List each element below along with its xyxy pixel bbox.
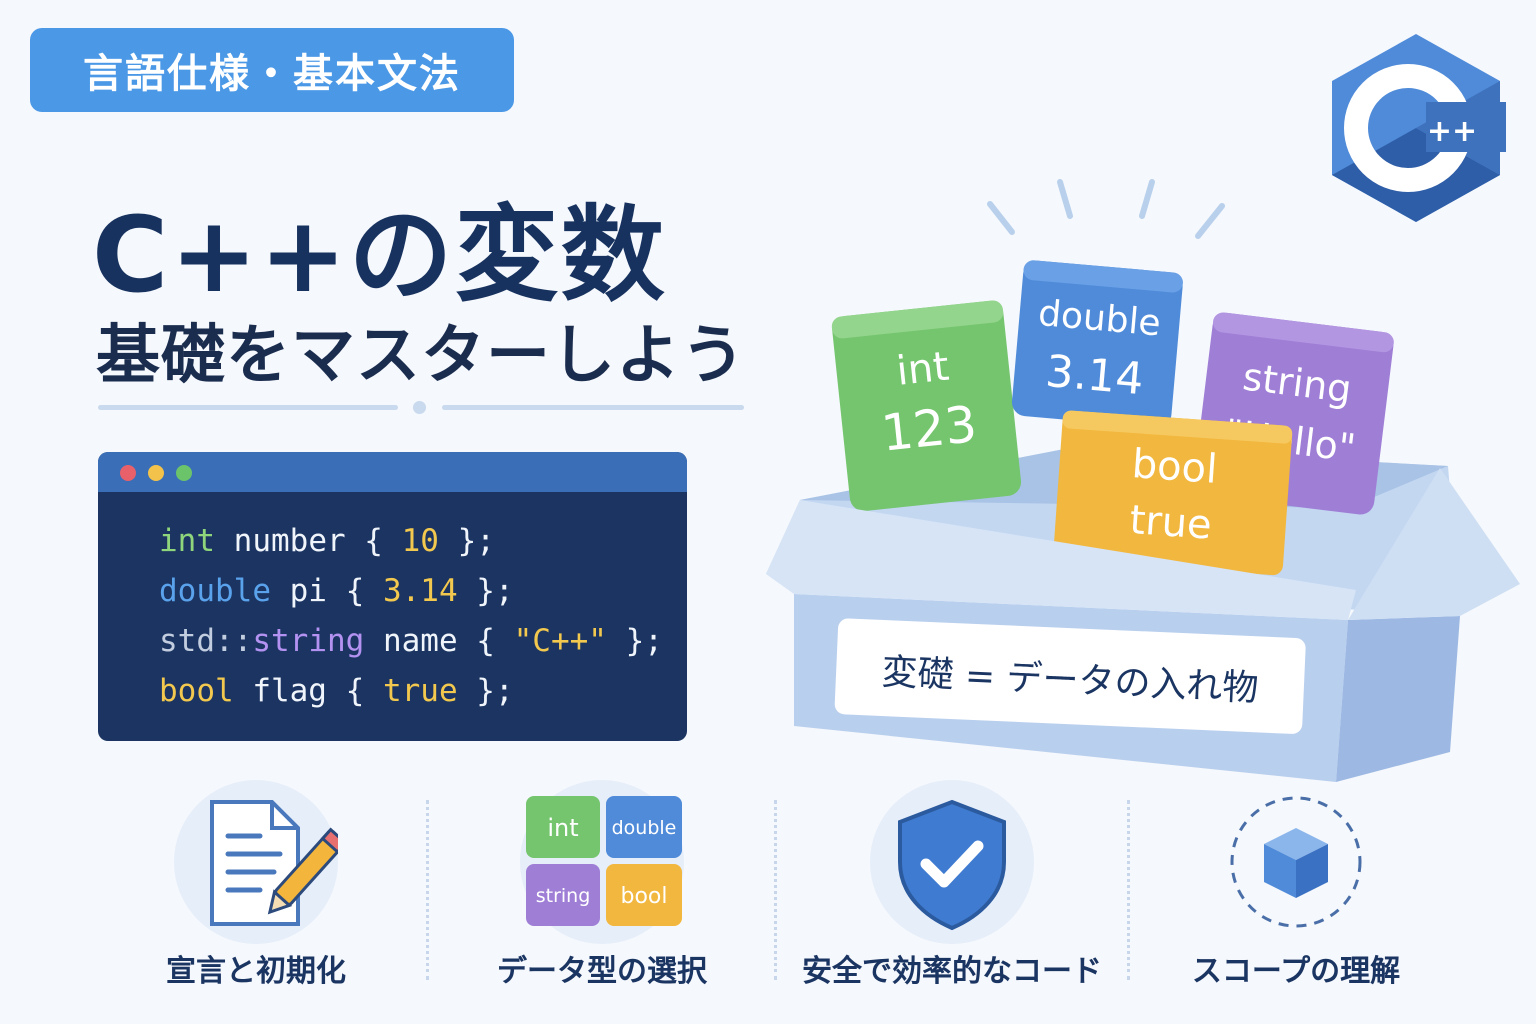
code-token: bool (159, 673, 234, 709)
feature-separator (1127, 800, 1130, 980)
shield-check-icon (870, 780, 1034, 944)
page-title: C++の変数 (92, 194, 667, 316)
feature-separator (774, 800, 777, 980)
code-token: }; (457, 573, 514, 609)
variable-box-illustration: int 123 double 3.14 string "Hello" bool … (766, 179, 1520, 782)
code-line: int number { 10 }; (159, 516, 663, 566)
block-int: int 123 (831, 300, 1022, 512)
divider-right (442, 405, 744, 410)
feature-declaration-label: 宣言と初期化 (166, 954, 346, 989)
code-window-titlebar (98, 452, 687, 492)
feature-safe-code: 安全で効率的なコード (792, 770, 1112, 1010)
block-bool-value: true (1128, 497, 1213, 549)
divider-dot (413, 401, 426, 414)
cpp-logo-icon: ++ (1332, 34, 1506, 222)
box-flap (1348, 468, 1520, 620)
box-side (1336, 616, 1460, 782)
window-maximize-dot (176, 465, 192, 481)
code-token: }; (606, 623, 663, 659)
window-close-dot (120, 465, 136, 481)
tile-int: int (547, 814, 578, 842)
code-token: flag { (233, 673, 383, 709)
code-token: "C++" (513, 623, 607, 659)
feature-scope-label: スコープの理解 (1191, 954, 1401, 989)
document-pencil-icon (174, 780, 338, 944)
code-token: double (159, 573, 271, 609)
code-token: std:: (159, 623, 253, 659)
divider-left (98, 405, 398, 410)
block-bool: bool true (1053, 410, 1293, 576)
tile-bool: bool (621, 884, 668, 909)
logo-text: ++ (1427, 114, 1477, 149)
feature-declaration: 宣言と初期化 (96, 770, 416, 1010)
code-line: bool flag { true }; (159, 666, 663, 716)
sparkle-lines (987, 179, 1225, 239)
code-line: std::string name { "C++" }; (159, 616, 663, 666)
block-int-type: int (894, 344, 951, 395)
feature-separator (426, 800, 429, 980)
code-token: true (382, 673, 458, 709)
tile-double: double (612, 817, 677, 839)
category-tag: 言語仕様・基本文法 (30, 28, 514, 112)
data-types-grid-icon: int double string bool (520, 780, 684, 944)
box-label: 変礎 = データの入れ物 (834, 618, 1306, 734)
page-subtitle: 基礎をマスターしよう (96, 319, 746, 393)
feature-data-types-label: データ型の選択 (497, 954, 707, 989)
feature-safe-code-label: 安全で効率的なコード (802, 954, 1102, 989)
block-int-value: 123 (879, 395, 980, 463)
code-token: }; (457, 673, 514, 709)
code-token: name { (364, 623, 514, 659)
feature-scope: スコープの理解 (1136, 770, 1456, 1010)
code-window: int number { 10 };double pi { 3.14 };std… (98, 452, 687, 741)
block-double: double 3.14 (1011, 260, 1183, 428)
code-token: }; (438, 523, 495, 559)
code-snippet: int number { 10 };double pi { 3.14 };std… (159, 516, 663, 716)
feature-data-types: int double string bool データ型の選択 (442, 770, 762, 1010)
cube-scope-icon (1230, 796, 1362, 928)
code-token: 10 (401, 523, 439, 559)
code-line: double pi { 3.14 }; (159, 566, 663, 616)
code-token: string (252, 623, 365, 659)
tile-string: string (536, 885, 591, 907)
block-double-value: 3.14 (1044, 346, 1146, 405)
code-token: number { (215, 523, 402, 559)
code-token: int (159, 523, 215, 559)
code-token: pi { (270, 573, 383, 609)
block-bool-type: bool (1130, 441, 1218, 493)
code-token: 3.14 (382, 573, 458, 609)
window-minimize-dot (148, 465, 164, 481)
